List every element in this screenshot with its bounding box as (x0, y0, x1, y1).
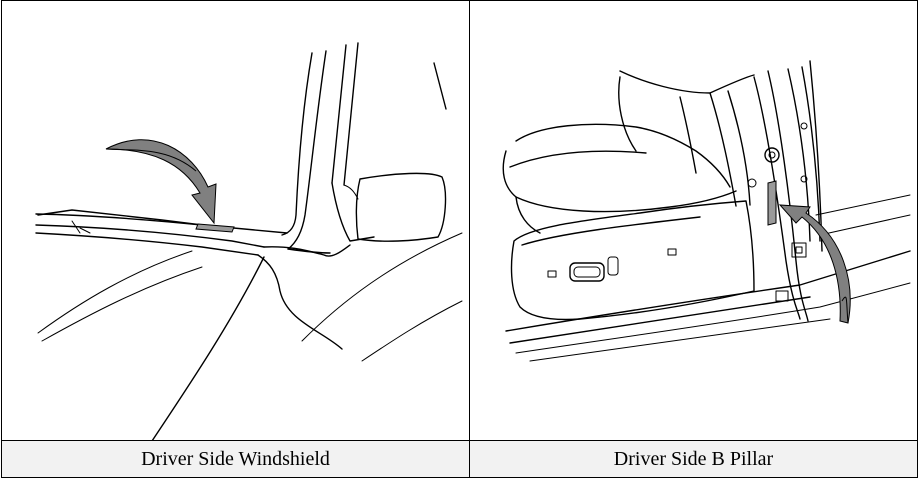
seat-back (620, 71, 754, 93)
seat-base (512, 201, 754, 320)
recline-switch (608, 257, 618, 275)
caption-driver-side-b-pillar: Driver Side B Pillar (470, 441, 917, 477)
caption-driver-side-windshield: Driver Side Windshield (2, 441, 469, 477)
b-pillar-illustration (470, 1, 917, 440)
vin-label (196, 224, 234, 232)
seatbelt-anchor (765, 148, 779, 162)
curved-arrow-icon (106, 140, 216, 223)
a-pillar (282, 53, 312, 235)
seat-slide-switch (570, 263, 604, 281)
tire-pressure-label (768, 181, 776, 225)
windshield-illustration (2, 1, 469, 440)
curved-arrow-icon (780, 205, 850, 323)
